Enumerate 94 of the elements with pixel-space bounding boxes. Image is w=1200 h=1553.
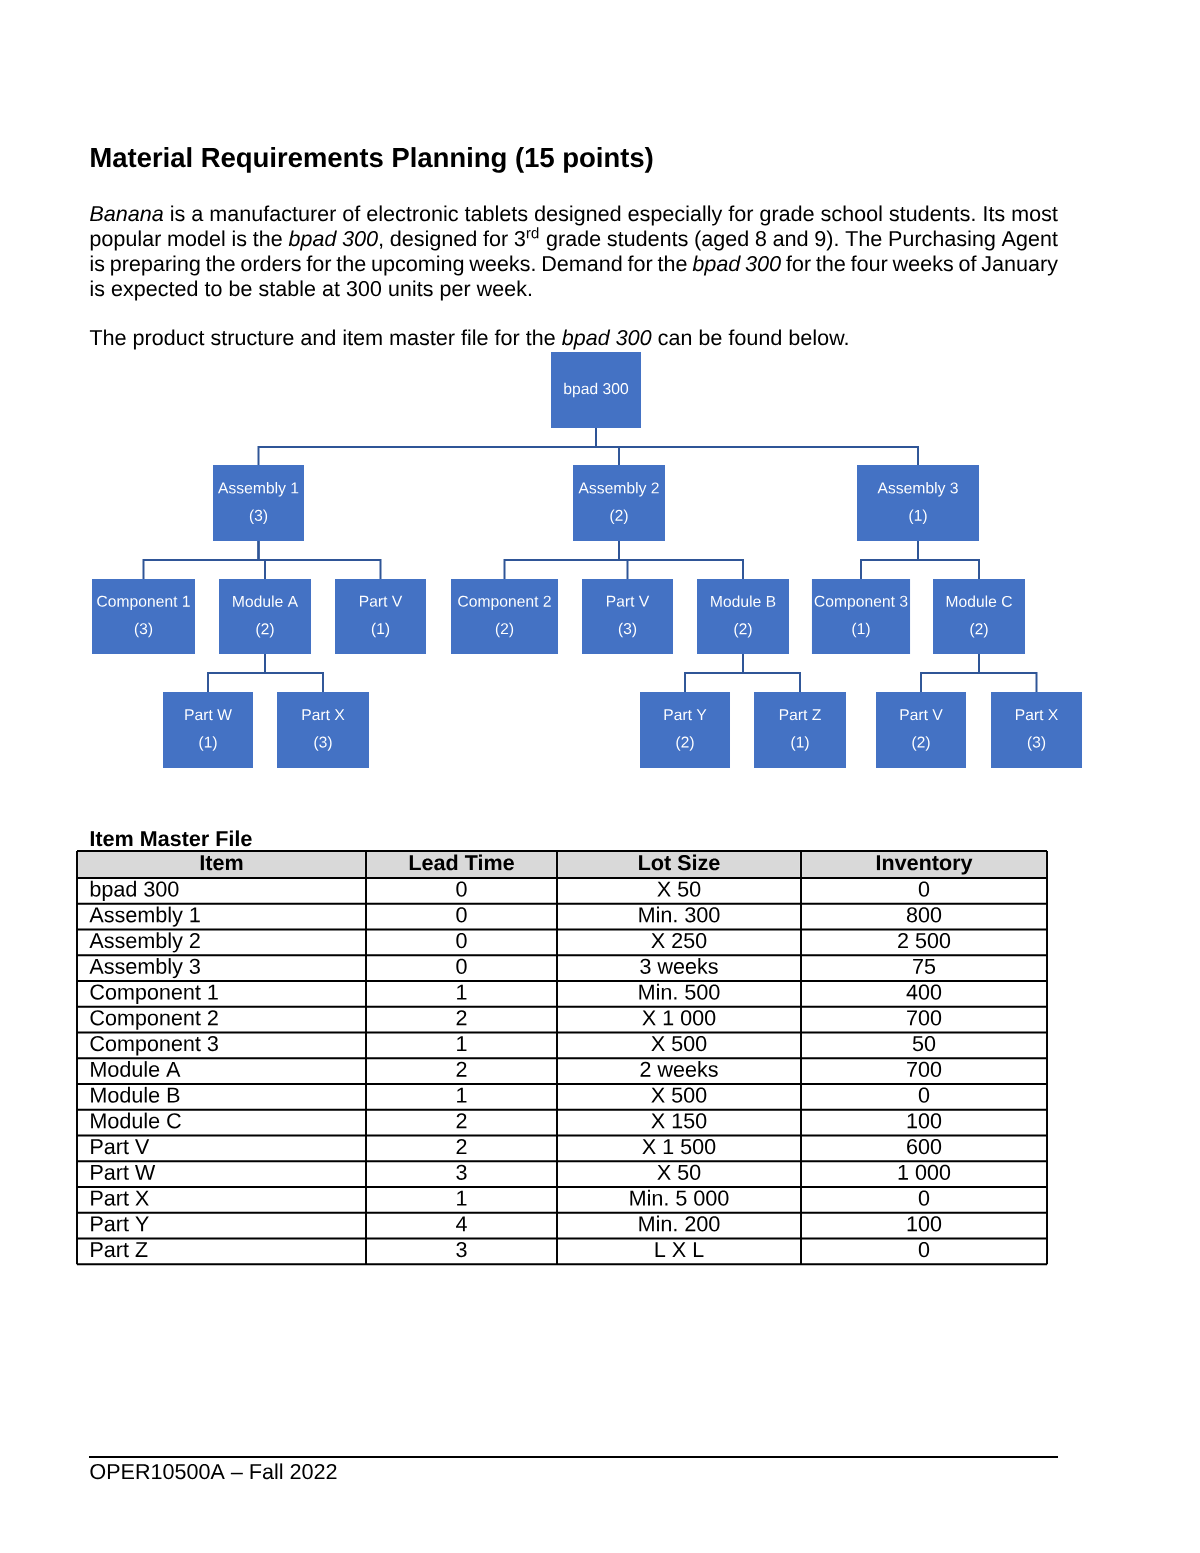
- table-cell: X 50: [657, 1164, 701, 1180]
- table-cell: 2: [456, 1061, 467, 1077]
- table-cell: X 50: [657, 881, 701, 897]
- table-cell: 400: [906, 984, 942, 1000]
- item-box: Assembly 1 (3): [213, 465, 304, 541]
- table-cell: Module B: [91, 1086, 180, 1103]
- table-cell: 100: [907, 1113, 942, 1129]
- table-cell: 600: [907, 1138, 942, 1155]
- table-cell: 1 000: [898, 1164, 951, 1180]
- item-box: Part Z (1): [754, 692, 846, 768]
- table-cell: 1: [457, 984, 467, 1000]
- table-cell: X 500: [651, 1087, 707, 1103]
- item-box: Part X (3): [991, 692, 1082, 768]
- table-cell: 4: [456, 1216, 467, 1232]
- table-cell: 3: [456, 1241, 467, 1258]
- table-cell: 2: [456, 1138, 467, 1154]
- connector-line: [742, 653, 801, 693]
- table-cell: Module C: [91, 1112, 181, 1129]
- table-cell: 1: [457, 1036, 467, 1051]
- table-cell: 2: [456, 1113, 467, 1129]
- connector-line: [595, 427, 919, 466]
- table-cell: X 250: [651, 932, 707, 949]
- table-title: Item Master File: [90, 830, 252, 847]
- table-cell: Assembly 2: [89, 932, 200, 953]
- table-cell: 0: [918, 1190, 930, 1206]
- table-cell: Component 2: [90, 1010, 218, 1030]
- item-box: Assembly 3 (1): [857, 465, 979, 541]
- table-cell: Min. 500: [639, 983, 720, 1000]
- table-cell: Part X: [91, 1190, 149, 1206]
- table-cell: 2: [456, 1010, 467, 1026]
- table-cell: 700: [907, 1010, 942, 1026]
- table-cell: 100: [907, 1216, 942, 1232]
- item-box: Part V (2): [876, 692, 966, 768]
- column-header: Item: [78, 852, 365, 877]
- table-cell: 75: [913, 958, 936, 974]
- table-cell: Component 1: [90, 984, 218, 1004]
- table-cell: 1: [457, 1087, 467, 1103]
- table-cell: X 1 000: [642, 1010, 716, 1026]
- table-cell: Min. 5 000: [630, 1189, 729, 1206]
- table-cell: 50: [912, 1035, 936, 1052]
- table-cell: L X L: [655, 1242, 704, 1257]
- column-header: Lot Size: [558, 852, 800, 877]
- table-cell: 3: [456, 1164, 467, 1180]
- item-box: Part W (1): [163, 692, 253, 768]
- table-cell: 0: [918, 1241, 930, 1258]
- connector-line: [264, 653, 324, 693]
- item-box: Part V (3): [582, 579, 673, 654]
- heading: Material Requirements Planning (15 points): [91, 147, 653, 173]
- table-cell: Part W: [91, 1164, 156, 1180]
- table-cell: 2 500: [898, 932, 951, 949]
- item-box: Component 1 (3): [92, 579, 195, 654]
- table-cell: 3 weeks: [640, 958, 718, 974]
- table-cell: 0: [456, 881, 467, 897]
- table-cell: Min. 200: [639, 1215, 720, 1232]
- table-cell: 2 weeks: [640, 1061, 718, 1077]
- item-box: Part V (1): [335, 579, 426, 654]
- table-cell: X 500: [651, 1035, 707, 1052]
- table-cell: Min. 300: [639, 906, 720, 923]
- table-cell: 0: [918, 1087, 930, 1103]
- table-cell: Part Y: [91, 1216, 149, 1232]
- column-header: Lead Time: [367, 852, 556, 877]
- table-cell: 0: [456, 907, 467, 923]
- item-box: Module A (2): [219, 579, 311, 654]
- table-cell: 1: [457, 1190, 467, 1206]
- table-cell: Module A: [91, 1061, 181, 1077]
- item-box: Module C (2): [933, 579, 1025, 654]
- connector-line: [917, 540, 980, 580]
- table-cell: Part V: [91, 1139, 150, 1155]
- table-cell: Part Z: [91, 1242, 148, 1258]
- item-box: Component 3 (1): [811, 579, 911, 654]
- table-cell: X 150: [651, 1113, 707, 1129]
- table-cell: 0: [456, 932, 467, 949]
- item-box: Module B (2): [697, 579, 789, 654]
- column-header: Inventory: [802, 852, 1046, 877]
- item-box: Assembly 2 (2): [573, 465, 665, 541]
- item-box: Part X (3): [277, 692, 369, 768]
- item-box: bpad 300: [551, 352, 641, 428]
- table-cell: Component 3: [90, 1035, 218, 1056]
- table-cell: 0: [456, 958, 467, 974]
- paragraph: Banana is a manufacturer of electronic tablets designed especially for grade school students. Its most popular model is the bpad 300, designed for 3$^{rd}$ grade students (aged 8 and 9). The Purchasing Agent is preparing the orders for the upcoming weeks. Demand for the bpad 300 for the four weeks of January is expected to be stable at 300 units per week.: [90, 205, 1058, 301]
- table-cell: bpad 300: [90, 880, 179, 901]
- table-cell: 0: [918, 881, 930, 897]
- table-cell: Assembly 1: [89, 906, 200, 927]
- connector-line: [257, 540, 382, 580]
- item-box: Part Y (2): [640, 692, 730, 768]
- footer-text: OPER10500A – Fall 2022: [90, 1463, 337, 1480]
- connector-line: [978, 653, 1038, 693]
- paragraph: The product structure and item master file for the bpad 300 can be found below.: [89, 329, 848, 350]
- table-cell: X 1 500: [642, 1138, 716, 1155]
- table-cell: 800: [906, 907, 942, 923]
- item-box: Component 2 (2): [451, 579, 558, 654]
- connector-line: [618, 540, 744, 580]
- table-cell: Assembly 3: [89, 958, 200, 979]
- table-cell: 700: [907, 1061, 942, 1077]
